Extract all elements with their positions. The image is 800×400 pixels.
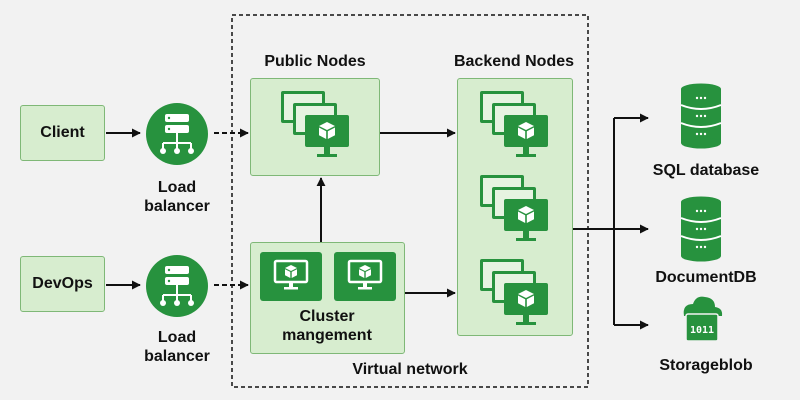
devops-label: DevOps xyxy=(32,275,93,292)
monitor-cube-icon xyxy=(273,259,309,290)
client-box: Client xyxy=(20,105,105,161)
load-balancer-icon xyxy=(146,103,208,165)
storage-icon-text: 1011 xyxy=(690,325,714,336)
backend-nodes-title: Backend Nodes xyxy=(453,53,575,70)
cluster-tile-1 xyxy=(260,252,322,301)
load-balancer-icon xyxy=(146,255,208,317)
server-cluster-icon xyxy=(480,259,548,325)
monitor-cube-icon xyxy=(347,259,383,290)
server-cluster-icon xyxy=(480,175,548,241)
server-cluster-icon xyxy=(480,91,548,157)
client-label: Client xyxy=(40,124,85,141)
backend-nodes-box xyxy=(457,78,573,336)
cloud-storage-icon: 1011 xyxy=(683,296,723,342)
storageblob-label: Storageblob xyxy=(659,357,753,374)
server-cluster-icon xyxy=(281,91,349,157)
public-nodes-box xyxy=(250,78,380,176)
database-icon xyxy=(680,196,722,262)
cluster-management-label: Cluster mangement xyxy=(282,308,372,344)
virtual-network-boundary xyxy=(231,14,589,388)
load-balancer-1-label: Load balancer xyxy=(144,179,210,215)
devops-box: DevOps xyxy=(20,256,105,312)
documentdb-label: DocumentDB xyxy=(655,269,757,286)
sql-database-label: SQL database xyxy=(652,162,760,179)
database-icon xyxy=(680,83,722,149)
virtual-network-label: Virtual network xyxy=(352,361,468,378)
public-nodes-title: Public Nodes xyxy=(264,53,366,70)
cluster-management-box: Cluster mangement xyxy=(250,242,405,354)
load-balancer-2-label: Load balancer xyxy=(144,329,210,365)
cluster-tile-2 xyxy=(334,252,396,301)
